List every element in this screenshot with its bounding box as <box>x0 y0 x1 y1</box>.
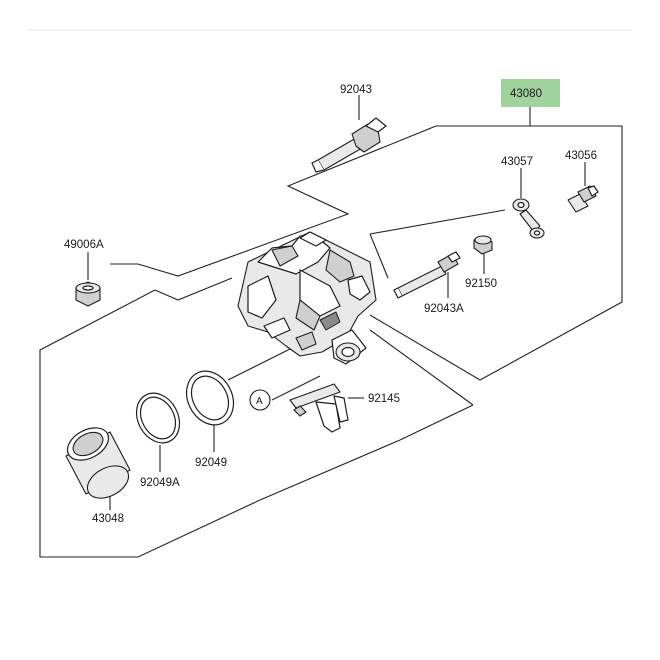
bleed-cap <box>512 198 545 239</box>
ref-a-circle <box>249 389 271 411</box>
piston-axis-line <box>227 345 297 381</box>
bushing <box>473 235 493 255</box>
assembly-boundary-bottom <box>259 439 401 501</box>
label-pad-spring[interactable]: 92145 <box>368 393 400 405</box>
label-slide-pin-upper[interactable]: 92043 <box>340 84 372 96</box>
pad-spring <box>289 383 349 433</box>
label-dust-seal[interactable]: 92049A <box>140 477 180 489</box>
assembly-boundary-pad-area <box>369 329 474 406</box>
assembly-boundary-right-join <box>369 233 389 279</box>
label-piston[interactable]: 43048 <box>92 513 124 525</box>
caliper-boss <box>331 329 367 365</box>
slide-pin-upper <box>311 117 387 173</box>
assembly-boundary-bottom-right <box>399 404 474 441</box>
caliper-body <box>237 231 377 357</box>
label-bleed-valve[interactable]: 43056 <box>565 150 597 162</box>
piston-seal <box>185 370 235 426</box>
assembly-boundary-top <box>369 125 623 381</box>
assembly-boundary-left <box>39 289 261 558</box>
dust-seal <box>135 392 181 444</box>
label-slide-pin-lower[interactable]: 92043A <box>424 303 464 315</box>
assembly-boundary-mid <box>154 277 233 301</box>
label-assembly[interactable]: 43080 <box>510 88 542 100</box>
label-bushing[interactable]: 92150 <box>465 278 497 290</box>
assembly-boundary-inner-top <box>137 125 437 277</box>
piston <box>65 427 131 499</box>
label-bleed-cap[interactable]: 43057 <box>501 156 533 168</box>
label-ref-a: A <box>256 396 263 407</box>
assembly-boundary-cap-leader <box>369 209 506 235</box>
label-pad-pin-nut[interactable]: 49006A <box>64 239 104 251</box>
bleed-valve <box>567 185 599 213</box>
assembly-highlight <box>501 79 560 107</box>
leader-ref-a <box>271 375 321 401</box>
pad-pin-nut <box>75 281 101 307</box>
slide-pin-lower <box>393 251 461 299</box>
label-piston-seal[interactable]: 92049 <box>195 457 227 469</box>
